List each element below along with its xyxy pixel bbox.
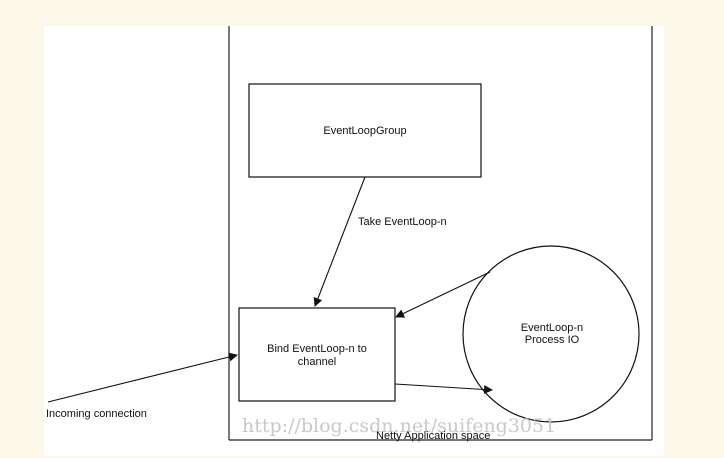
- incoming-connection-label: Incoming connection: [46, 408, 147, 420]
- incoming-connection-arrow: [47, 352, 238, 403]
- bind-event-loop-box: [238, 307, 396, 402]
- application-space-label: Netty Application space: [376, 430, 490, 442]
- take-event-loop-arrow: [313, 176, 366, 307]
- watermark: http://blog.csdn.net/suifeng3051: [242, 415, 556, 437]
- event-loop-group-label: EventLoopGroup: [323, 125, 406, 137]
- event-loop-label-line1: EventLoop-n: [521, 322, 583, 334]
- event-loop-circle: [462, 245, 640, 423]
- bind-event-loop-label-line2: channel: [298, 356, 337, 368]
- bind-event-loop-label-line1: Bind EventLoop-n to: [267, 343, 367, 355]
- event-loop-to-bind-arrow: [395, 271, 491, 318]
- application-space-boundary: [228, 26, 653, 441]
- take-event-loop-label: Take EventLoop-n: [358, 216, 447, 228]
- bind-to-event-loop-arrow: [394, 383, 493, 394]
- event-loop-label-line2: Process IO: [525, 334, 580, 346]
